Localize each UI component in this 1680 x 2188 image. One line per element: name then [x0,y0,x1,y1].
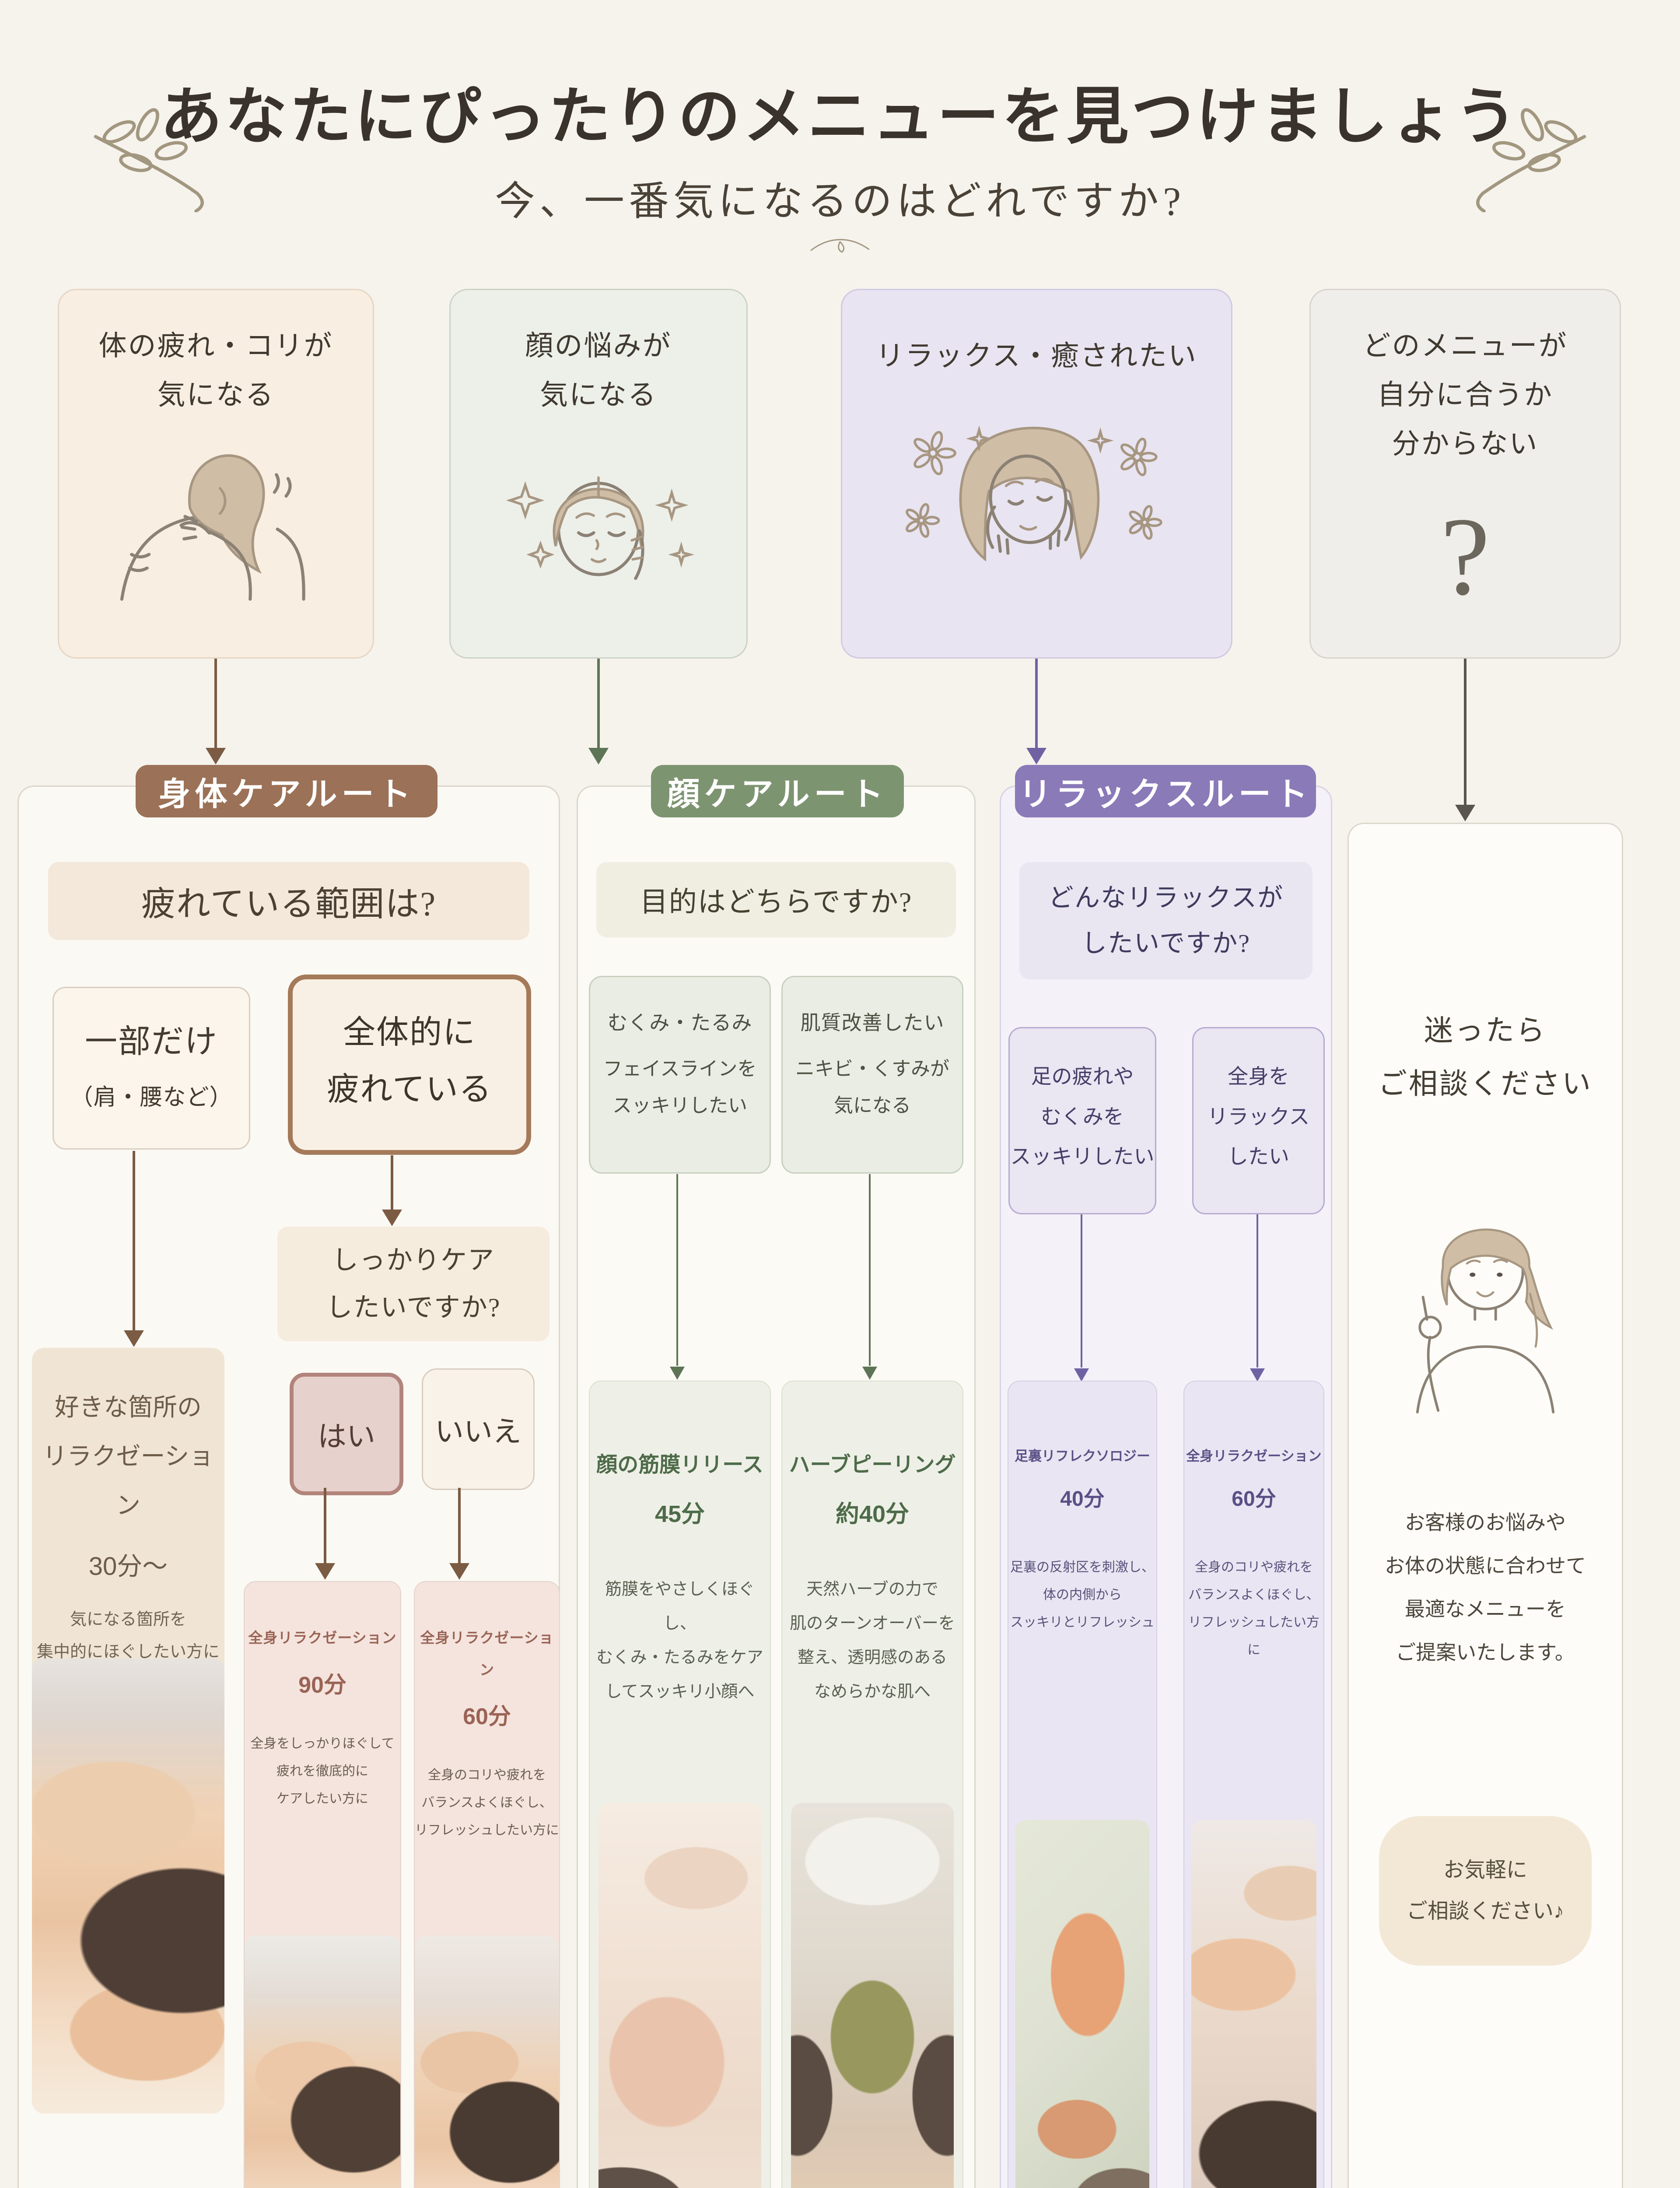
consult-description: お客様のお悩みや お体の状態に合わせて 最適なメニューを ご提案いたします。 [1385,1511,1586,1664]
option-label: どのメニューが 自分に合うか 分からない [1362,330,1568,459]
option-label: 体の疲れ・コリが 気になる [98,330,333,410]
branch-label-sub: フェイスラインを スッキリしたい [603,1058,757,1116]
arrow-down-body [204,659,227,764]
woman-shoulder-pain-icon [120,454,305,601]
menu-duration: 90分 [298,1672,346,1698]
body-question: 疲れている範囲は? [48,862,529,940]
arrow-no [448,1488,471,1580]
menu-duration: 45分 [654,1501,705,1528]
result-card-fullbody-60: 全身リラクゼーション 60分 全身のコリや疲れを バランスよくほぐし、 リフレッ… [414,1581,560,2188]
menu-description: 全身のコリや疲れを バランスよくほぐし、 リフレッシュしたい方に [1188,1560,1320,1658]
relaxing-face-icon [905,425,1162,562]
face-care-icon [506,476,694,580]
arrow-partial [122,1151,145,1347]
menu-name: 好きな箇所の リラクゼーション [42,1393,214,1519]
arrow-down-unsure [1454,659,1477,821]
arrow-face-b [861,1174,878,1380]
arrow-relax-a [1073,1214,1090,1382]
photo-foot-massage [1015,1820,1149,2188]
question-mark-icon: ? [1440,495,1490,618]
menu-name: 全身リラクゼーション [1186,1448,1322,1464]
photo-shoulder-massage [32,1659,224,2114]
sprig-icon [810,239,870,253]
route-header-body: 身体ケアルート [136,765,438,817]
menu-description: 足裏の反射区を刺激し、 体の内側から スッキリとリフレッシュ [1010,1560,1155,1630]
branch-partial-fatigue: 一部だけ （肩・腰など） [52,987,250,1150]
answer-no: いいえ [422,1368,535,1490]
menu-duration: 60分 [1232,1487,1276,1511]
branch-skin-improvement: 肌質改善したい ニキビ・くすみが 気になる [781,976,963,1174]
menu-duration: 60分 [463,1704,511,1730]
leaf-branch-icon [94,108,204,212]
arrow-yes [314,1488,336,1580]
branch-label: 肌質改善したい [800,1011,945,1034]
menu-duration: 40分 [1060,1487,1105,1511]
menu-description: 筋膜をやさしくほぐし、 むくみ・たるみをケア してスッキリ小顔へ [596,1580,763,1701]
menu-duration: 約40分 [835,1501,910,1528]
consult-staff-icon [1416,1228,1555,1413]
branch-swelling-sagging: むくみ・たるみ フェイスラインを スッキリしたい [589,976,771,1174]
option-label: 顔の悩みが 気になる [525,330,672,410]
leaf-branch-icon [1476,108,1586,212]
photo-herb-mask [791,1803,954,2188]
branch-whole-fatigue: 全体的に 疲れている [288,975,531,1155]
photo-back-massage [245,1936,400,2188]
photo-relax-massage [1191,1820,1316,2188]
menu-name: 全身リラクゼーション [248,1630,397,1646]
arrow-down-relax [1025,659,1048,764]
photo-facial-massage [598,1803,761,2188]
branch-label: 一部だけ [85,1024,218,1060]
arrow-face-a [668,1174,686,1380]
result-card-herb-peeling: ハーブピーリング 約40分 天然ハーブの力で 肌のターンオーバーを 整え、透明感… [781,1381,963,2188]
arrow-down-face [587,659,610,764]
menu-description: 全身をしっかりほぐして 疲れを徹底的に ケアしたい方に [250,1736,395,1806]
option-card-body: 体の疲れ・コリが 気になる [58,289,374,659]
relax-question: どんなリラックスが したいですか? [1019,862,1312,979]
menu-name: 足裏リフレクソロジー [1015,1448,1150,1464]
branch-label-sub: （肩・腰など） [70,1085,233,1110]
result-card-fullbody-relax-60: 全身リラクゼーション 60分 全身のコリや疲れを バランスよくほぐし、 リフレッ… [1183,1381,1324,2188]
option-label: リラックス・癒されたい [875,340,1198,372]
result-card-fullbody-90: 全身リラクゼーション 90分 全身をしっかりほぐして 疲れを徹底的に ケアしたい… [244,1581,401,2188]
result-card-spot-relaxation: 好きな箇所の リラクゼーション 30分〜 気になる箇所を 集中的にほぐしたい方に… [32,1348,224,2114]
body-sub-question: しっかりケア したいですか? [277,1227,550,1341]
option-card-face: 顔の悩みが 気になる [449,289,748,659]
page-subtitle: 今、一番気になるのはどれですか? [494,179,1186,224]
option-card-relax: リラックス・癒されたい [841,289,1232,659]
arrow-relax-b [1249,1214,1266,1382]
menu-duration: 30分〜 [88,1552,168,1581]
route-header-face: 顔ケアルート [651,765,904,817]
result-card-facial-release: 顔の筋膜リリース 45分 筋膜をやさしくほぐし、 むくみ・たるみをケア してスッ… [589,1381,771,2188]
menu-description: 天然ハーブの力で 肌のターンオーバーを 整え、透明感のある なめらかな肌へ [790,1580,955,1701]
menu-name: ハーブピーリング [789,1453,956,1476]
route-header-relax: リラックスルート [1015,765,1316,817]
face-question: 目的はどちらですか? [596,862,956,937]
arrow-whole [381,1155,403,1226]
photo-back-massage [415,1936,559,2188]
page-title: あなたにぴったりのメニューを見つけましょう [160,82,1520,151]
branch-label-sub: ニキビ・くすみが 気になる [795,1058,949,1116]
menu-name: 顔の筋膜リリース [596,1453,763,1476]
result-card-reflexology: 足裏リフレクソロジー 40分 足裏の反射区を刺激し、 体の内側から スッキリとリ… [1008,1381,1157,2188]
branch-whole-relax: 全身を リラックス したい [1192,1027,1325,1214]
option-card-unsure: どのメニューが 自分に合うか 分からない ? [1309,289,1621,659]
answer-yes: はい [290,1373,403,1495]
menu-description: 全身のコリや疲れを バランスよくほぐし、 リフレッシュしたい方に [415,1768,559,1838]
branch-foot-fatigue: 足の疲れや むくみを スッキリしたい [1008,1027,1156,1214]
consult-pill: お気軽に ご相談ください♪ [1379,1816,1592,1966]
menu-name: 全身リラクゼーション [420,1630,554,1678]
consult-title: 迷ったら ご相談ください [1378,1015,1592,1101]
branch-label: むくみ・たるみ [607,1011,752,1034]
